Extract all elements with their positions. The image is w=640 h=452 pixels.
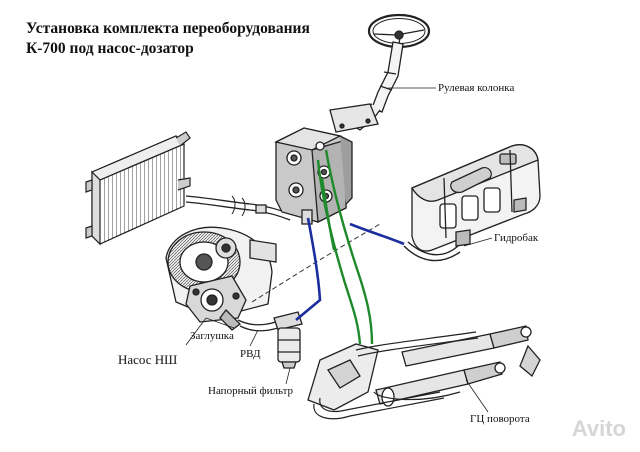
pressure-filter (273, 311, 303, 369)
oil-cooler (85, 131, 191, 246)
pressure-lines (295, 217, 405, 321)
label-pressure-filter: Напорный фильтр (208, 385, 294, 397)
dashed-suction-line (251, 223, 381, 303)
title-line-2: К-700 под насос-дозатор (26, 40, 194, 57)
rvd-hose (237, 319, 279, 332)
label-plug: Заглушка (190, 330, 234, 342)
tank-return-hose (403, 241, 461, 262)
label-rvd: РВД (240, 348, 261, 360)
metering-lines (316, 149, 374, 345)
title-line-1: Установка комплекта переоборудования (26, 20, 310, 37)
cooler-hose (185, 195, 291, 221)
hydraulic-tank (411, 144, 541, 252)
steering-cylinder (307, 325, 541, 411)
label-steering-cylinder: ГЦ поворота (470, 413, 530, 425)
cylinder-hoses (313, 331, 479, 420)
label-pump: Насос НШ (118, 352, 178, 367)
metering-pump (274, 127, 353, 225)
watermark-logo: Avito (571, 416, 626, 441)
label-hydraulic-tank: Гидробак (494, 232, 539, 244)
gear-pump (185, 275, 247, 331)
label-steering-column: Рулевая колонка (438, 82, 515, 94)
steering-column (329, 13, 431, 133)
leader-lines (185, 237, 493, 413)
